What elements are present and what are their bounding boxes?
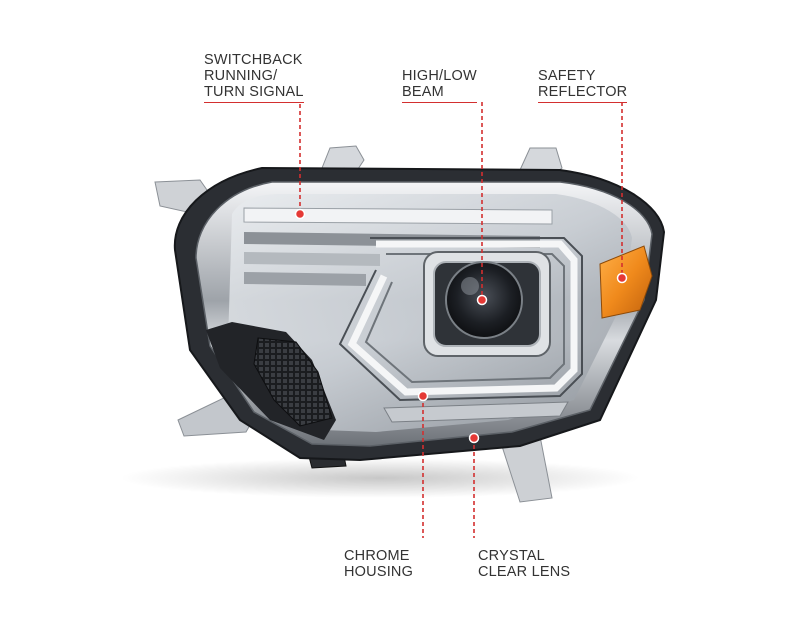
callout-housing: CHROME HOUSING <box>344 548 413 580</box>
leader-lines <box>299 102 623 538</box>
marker-lens <box>468 432 480 444</box>
callout-housing-line-2: HOUSING <box>344 564 414 580</box>
callout-switchback-line-3: TURN SIGNAL <box>204 84 304 103</box>
callout-switchback: SWITCHBACK RUNNING/ TURN SIGNAL <box>204 52 304 103</box>
chrome-strip-bottom <box>383 401 569 423</box>
ground-shadow <box>120 458 640 498</box>
callout-beam-line-1: HIGH/LOW <box>402 68 477 84</box>
amber-reflector <box>599 245 653 319</box>
callout-beam: HIGH/LOW BEAM <box>402 68 477 103</box>
callout-beam-line-2: BEAM <box>402 84 477 103</box>
callout-reflector-line-2: REFLECTOR <box>538 84 628 103</box>
callout-lens-line-1: CRYSTAL <box>478 548 545 564</box>
callout-switchback-line-1: SWITCHBACK <box>204 52 303 68</box>
callout-housing-line-1: CHROME <box>344 548 410 564</box>
callout-lens: CRYSTAL CLEAR LENS <box>478 548 570 580</box>
projector-highlight <box>461 277 479 295</box>
marker-switchback <box>294 208 306 220</box>
callout-reflector: SAFETY REFLECTOR <box>538 68 628 103</box>
light-guide <box>347 240 578 396</box>
light-guide-inner <box>364 253 565 384</box>
marker-dots <box>294 208 628 444</box>
callout-switchback-line-2: RUNNING/ <box>204 68 278 84</box>
chrome-strip-low <box>244 272 366 286</box>
led-light-bar <box>243 207 553 225</box>
chrome-strip-mid <box>244 252 380 266</box>
mesh-grille <box>253 337 333 427</box>
callout-reflector-line-1: SAFETY <box>538 68 596 84</box>
marker-housing <box>417 390 429 402</box>
marker-reflector <box>616 272 628 284</box>
marker-beam <box>476 294 488 306</box>
light-guide-outline <box>338 237 583 402</box>
callout-lens-line-2: CLEAR LENS <box>478 564 571 580</box>
